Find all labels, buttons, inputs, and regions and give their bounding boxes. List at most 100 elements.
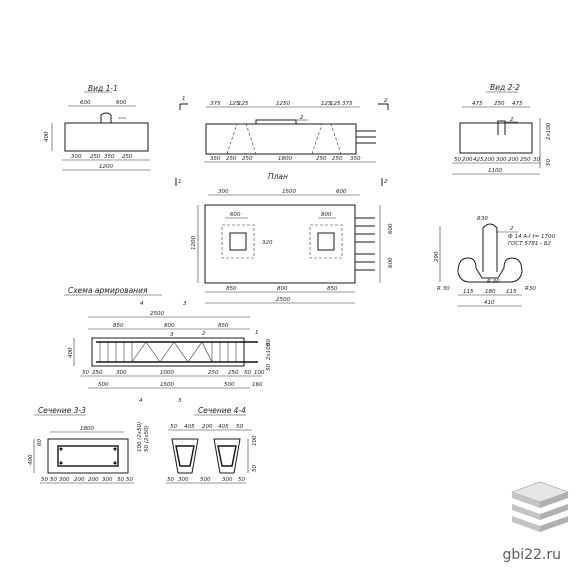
svg-text:425: 425 (473, 157, 484, 163)
svg-text:1500: 1500 (160, 382, 174, 388)
reinforcement-scheme: Схема армирования 4 3 2500 850 800 850 3… (64, 286, 272, 404)
scheme-title: Схема армирования (68, 286, 148, 295)
svg-text:50: 50 (41, 477, 48, 483)
svg-text:30: 30 (533, 157, 540, 163)
svg-text:115: 115 (506, 289, 517, 295)
svg-text:350: 350 (210, 156, 221, 162)
svg-text:1: 1 (182, 96, 186, 102)
svg-text:R30: R30 (525, 286, 536, 292)
svg-text:250: 250 (90, 154, 101, 160)
svg-text:3: 3 (170, 332, 174, 338)
svg-text:200: 200 (74, 477, 85, 483)
svg-text:800: 800 (277, 286, 288, 292)
svg-text:850: 850 (218, 323, 229, 329)
right-pocket (309, 224, 343, 259)
svg-text:2: 2 (202, 331, 206, 337)
elevation: 1 375 125 125 1250 125 125 375 2 2 350 2… (175, 96, 389, 186)
svg-text:300: 300 (116, 370, 127, 376)
svg-text:1500: 1500 (282, 189, 296, 195)
svg-text:50: 50 (244, 370, 251, 376)
svg-text:115: 115 (463, 289, 474, 295)
svg-text:200: 200 (462, 157, 473, 163)
svg-text:4: 4 (139, 398, 143, 404)
svg-text:500: 500 (224, 382, 235, 388)
svg-text:290: 290 (434, 251, 440, 262)
svg-text:800: 800 (321, 212, 332, 218)
svg-text:500: 500 (98, 382, 109, 388)
svg-text:1: 1 (178, 179, 182, 185)
svg-text:800: 800 (164, 323, 175, 329)
loop-detail: R30 2 Ф 14 А-I ℓ= 1700 ГОСТ 5781 - 82 29… (434, 216, 555, 307)
svg-text:250: 250 (520, 157, 531, 163)
svg-text:300: 300 (71, 154, 82, 160)
svg-text:300: 300 (178, 477, 189, 483)
svg-text:405: 405 (218, 424, 229, 430)
view-1-1: Вид 1-1 600 600 400 300 250 350 250 1200 (44, 84, 150, 171)
logo-icon (511, 481, 569, 532)
svg-text:2x100: 2x100 (546, 122, 552, 140)
svg-text:50: 50 (167, 477, 174, 483)
svg-text:1800: 1800 (278, 156, 292, 162)
svg-text:50: 50 (82, 370, 89, 376)
svg-text:600: 600 (388, 223, 394, 234)
svg-text:475: 475 (472, 101, 483, 107)
svg-text:2: 2 (384, 179, 388, 185)
svg-text:250: 250 (494, 101, 505, 107)
svg-text:320: 320 (262, 240, 273, 246)
plan: План 300 1500 600 600 800 320 1200 600 6… (191, 172, 394, 304)
svg-text:1250: 1250 (276, 101, 290, 107)
svg-text:300: 300 (496, 157, 507, 163)
section-3-3-block (47, 438, 129, 474)
svg-text:250: 250 (228, 370, 239, 376)
svg-text:250: 250 (208, 370, 219, 376)
svg-text:50: 50 (266, 339, 272, 346)
svg-text:405: 405 (184, 424, 195, 430)
svg-text:50: 50 (236, 424, 243, 430)
svg-text:600: 600 (116, 100, 127, 106)
section-4-4-left (171, 438, 199, 474)
svg-text:125: 125 (321, 101, 332, 107)
svg-text:300: 300 (102, 477, 113, 483)
svg-text:1000: 1000 (160, 370, 174, 376)
svg-text:125: 125 (238, 101, 249, 107)
svg-text:250: 250 (332, 156, 343, 162)
svg-text:50 (2x50): 50 (2x50) (144, 425, 150, 452)
section-4-4: Сечение 4-4 50 405 200 405 50 100 50 50 … (166, 406, 258, 484)
svg-text:180: 180 (485, 289, 496, 295)
svg-text:600: 600 (388, 257, 394, 268)
svg-text:2: 2 (384, 98, 388, 104)
svg-text:100: 100 (254, 370, 265, 376)
svg-text:200: 200 (88, 477, 99, 483)
svg-text:375: 375 (342, 101, 353, 107)
svg-text:600: 600 (230, 212, 241, 218)
view-2-2-loop (497, 120, 506, 135)
watermark-text: gbi22.ru (502, 547, 561, 563)
view-2-2: Вид 2-2 475 250 475 2 2x100 50 50 200 42… (452, 83, 552, 175)
svg-text:250: 250 (226, 156, 237, 162)
svg-text:50: 50 (238, 477, 245, 483)
view-1-1-title: Вид 1-1 (88, 84, 118, 93)
plan-block (204, 204, 356, 284)
svg-text:2x100: 2x100 (266, 342, 272, 360)
loop-base (457, 257, 523, 283)
svg-text:2500: 2500 (276, 297, 290, 303)
view-2-2-block (459, 122, 533, 154)
svg-text:250: 250 (92, 370, 103, 376)
svg-text:1100: 1100 (488, 168, 502, 174)
svg-text:300: 300 (218, 189, 229, 195)
svg-text:50: 50 (117, 477, 124, 483)
svg-text:1200: 1200 (99, 164, 113, 170)
svg-text:200: 200 (508, 157, 519, 163)
svg-text:250: 250 (242, 156, 253, 162)
svg-text:300: 300 (59, 477, 70, 483)
view-2-2-title: Вид 2-2 (490, 83, 520, 92)
svg-text:350: 350 (350, 156, 361, 162)
svg-text:125: 125 (330, 101, 341, 107)
svg-text:1800: 1800 (80, 426, 94, 432)
section-3-3-title: Сечение 3-3 (38, 406, 86, 415)
lifting-loop (100, 112, 112, 123)
svg-text:50: 50 (170, 424, 177, 430)
svg-text:R 30: R 30 (437, 286, 450, 292)
section-3-3: Сечение 3-3 1800 400 60 100 (2x50) 50 (2… (28, 406, 150, 484)
